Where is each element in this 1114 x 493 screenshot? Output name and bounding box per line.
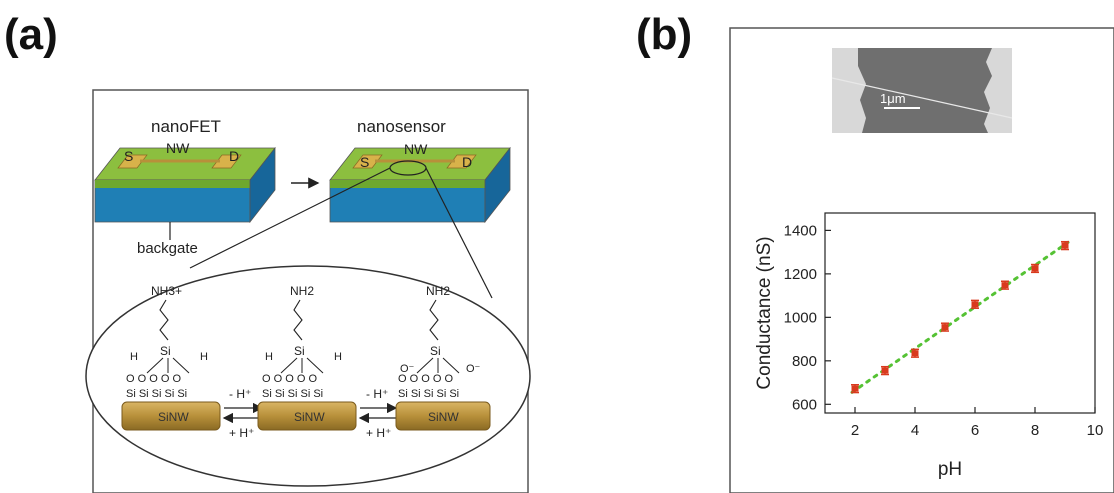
- data-point: [971, 301, 979, 308]
- svg-text:+ H⁺: + H⁺: [366, 426, 391, 440]
- svg-text:+ H⁺: + H⁺: [229, 426, 254, 440]
- svg-text:Si Si Si Si Si: Si Si Si Si Si: [398, 388, 459, 400]
- x-tick-label: 6: [971, 422, 979, 439]
- zoom-line-left: [189, 167, 391, 269]
- data-point: [1031, 265, 1039, 272]
- svg-text:Si: Si: [160, 344, 171, 358]
- data-point: [941, 324, 949, 331]
- surface-unit-neutral: NH2 Si H H O O O O O Si Si Si Si Si SiNW: [257, 284, 357, 431]
- panel-b-letter: (b): [636, 10, 693, 59]
- sensor-nanowire-label: NW: [404, 141, 428, 157]
- svg-text:Si: Si: [294, 344, 305, 358]
- axis-ticks: 2 4 6 8 10 600 800 1000 1200 1400: [784, 222, 1104, 439]
- svg-text:O⁻: O⁻: [400, 363, 415, 375]
- svg-text:H: H: [265, 351, 273, 363]
- svg-text:- H⁺: - H⁺: [366, 387, 388, 401]
- svg-text:O O O O O: O O O O O: [398, 373, 453, 385]
- y-tick-label: 1200: [784, 266, 817, 283]
- y-tick-label: 600: [792, 396, 817, 413]
- svg-text:O O O O O: O O O O O: [262, 373, 317, 385]
- plot-area: [824, 212, 1096, 414]
- nanowire-image: [831, 77, 1013, 119]
- source-label: S: [124, 148, 133, 164]
- svg-text:SiNW: SiNW: [158, 410, 189, 424]
- svg-text:Si Si Si Si Si: Si Si Si Si Si: [126, 388, 187, 400]
- svg-text:Si: Si: [430, 344, 441, 358]
- sensor-source-label: S: [360, 154, 369, 170]
- nanosensor-device: S D NW: [329, 141, 511, 224]
- nanofet-label: nanoFET: [151, 117, 221, 136]
- nanowire-label: NW: [166, 140, 190, 156]
- scale-bar-label: 1μm: [880, 91, 906, 106]
- y-axis-label: Conductance (nS): [754, 236, 775, 389]
- panel-a-letter: (a): [4, 10, 58, 59]
- svg-text:H: H: [334, 351, 342, 363]
- nanofet-device: S D NW: [94, 140, 276, 224]
- svg-text:O O O O O: O O O O O: [126, 373, 181, 385]
- svg-text:SiNW: SiNW: [428, 410, 459, 424]
- svg-text:NH3+: NH3+: [151, 284, 182, 298]
- x-axis-label: pH: [938, 459, 962, 480]
- nanosensor-label: nanosensor: [357, 117, 446, 136]
- svg-text:H: H: [200, 351, 208, 363]
- x-tick-label: 10: [1087, 422, 1104, 439]
- x-tick-label: 2: [851, 422, 859, 439]
- data-point: [851, 385, 859, 392]
- deprotonation-arrows-1: - H⁺ + H⁺: [222, 387, 264, 440]
- data-point: [881, 367, 889, 374]
- y-tick-label: 1400: [784, 222, 817, 239]
- svg-text:Si Si Si Si Si: Si Si Si Si Si: [262, 388, 323, 400]
- backgate-label: backgate: [137, 240, 198, 257]
- y-tick-label: 1000: [784, 309, 817, 326]
- drain-label: D: [229, 148, 239, 164]
- sem-micrograph: 1μm: [831, 48, 1013, 133]
- svg-text:NH2: NH2: [290, 284, 314, 298]
- svg-text:NH2: NH2: [426, 284, 450, 298]
- surface-unit-deprotonated: NH2 Si O⁻ O⁻ O O O O O Si Si Si Si Si Si…: [395, 284, 491, 431]
- x-tick-label: 4: [911, 422, 919, 439]
- y-tick-label: 800: [792, 353, 817, 370]
- surface-unit-protonated: NH3+ Si H H O O O O O Si Si Si Si Si SiN…: [121, 284, 221, 431]
- data-point: [911, 350, 919, 357]
- data-point: [1061, 242, 1069, 249]
- zoom-ellipse: [85, 265, 531, 487]
- x-tick-label: 8: [1031, 422, 1039, 439]
- svg-text:H: H: [130, 351, 138, 363]
- svg-text:SiNW: SiNW: [294, 410, 325, 424]
- svg-text:O⁻: O⁻: [466, 363, 481, 375]
- data-points-group: [851, 240, 1069, 394]
- data-point: [1001, 282, 1009, 289]
- zoom-line-right: [425, 167, 493, 299]
- deprotonation-arrows-2: - H⁺ + H⁺: [358, 387, 398, 440]
- svg-text:- H⁺: - H⁺: [229, 387, 251, 401]
- sensor-drain-label: D: [462, 154, 472, 170]
